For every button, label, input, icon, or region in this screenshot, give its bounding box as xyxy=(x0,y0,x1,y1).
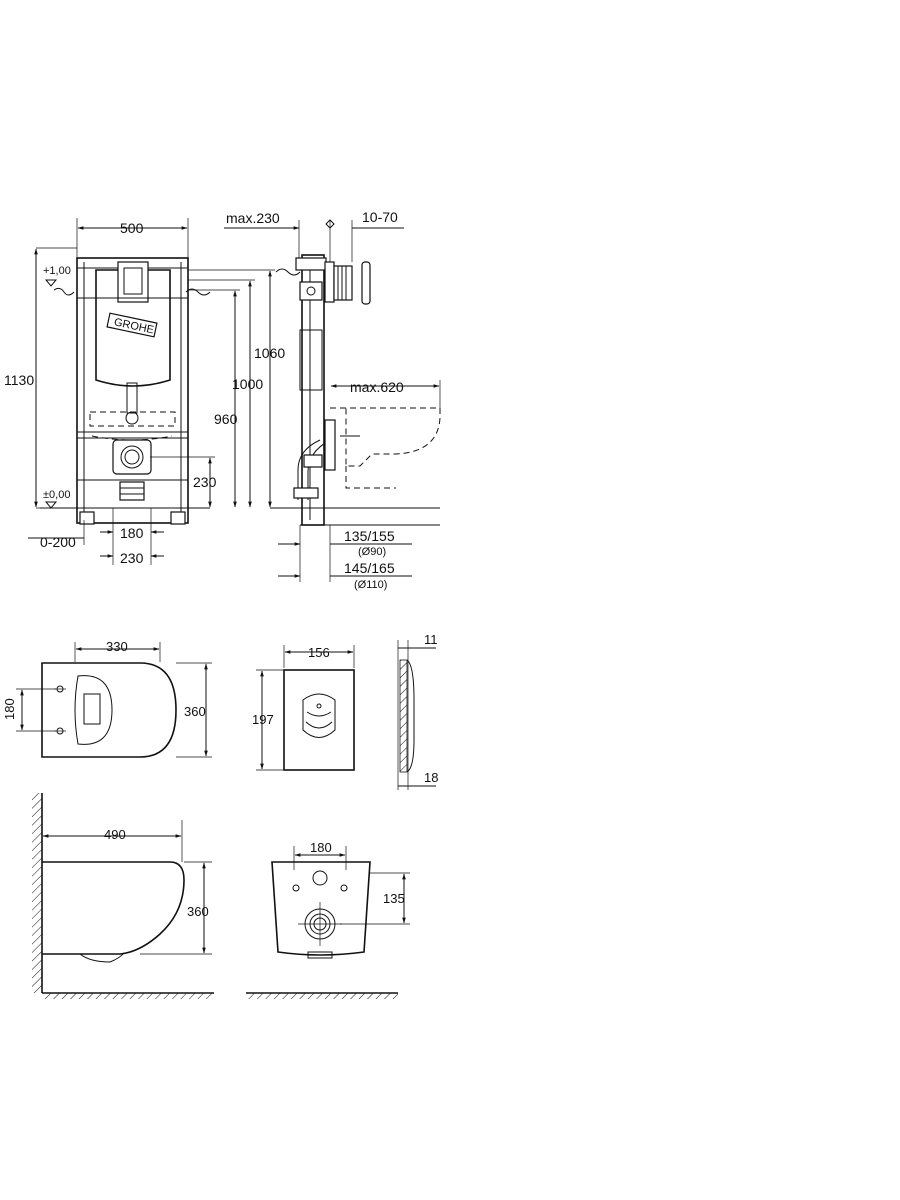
back-holes-180-label: 180 xyxy=(310,840,332,855)
bowl-top-view: 330 180 360 xyxy=(2,639,212,758)
width-500-label: 500 xyxy=(120,220,144,236)
range-10-70-label: 10-70 xyxy=(362,209,398,225)
width-180-label: 180 xyxy=(120,525,144,541)
bowl-height-360-label: 360 xyxy=(187,904,209,919)
holes-180-label: 180 xyxy=(2,698,17,720)
flush-plate-opening xyxy=(117,261,149,303)
height-230-label: 230 xyxy=(193,474,217,490)
height-1000-label: 1000 xyxy=(232,376,263,392)
range-0-200-label: 0-200 xyxy=(40,534,76,550)
d-90-label: (Ø90) xyxy=(358,546,386,558)
level-top-label: +1,00 xyxy=(43,265,71,277)
bowl-back-view: 180 135 xyxy=(246,840,410,999)
width-230-label: 230 xyxy=(120,550,144,566)
plate-thk-18-label: 18 xyxy=(424,770,438,785)
height-1060-label: 1060 xyxy=(254,345,285,361)
d-145-165-label: 145/165 xyxy=(344,560,395,576)
bowl-side-view: 490 360 xyxy=(32,793,214,999)
plate-thk-11-label: 11 xyxy=(424,632,438,647)
grohe-logo: GROHE xyxy=(106,312,158,338)
d-135-155-label: 135/155 xyxy=(344,528,395,544)
height-960-label: 960 xyxy=(214,411,238,427)
depth-360-label: 360 xyxy=(184,704,206,719)
plate-width-156-label: 156 xyxy=(308,645,330,660)
level-floor-label: ±0,00 xyxy=(43,489,70,501)
bowl-length-490-label: 490 xyxy=(104,827,126,842)
max-230-label: max.230 xyxy=(226,210,280,226)
height-1130-label: 1130 xyxy=(4,372,34,388)
svg-text:GROHE: GROHE xyxy=(113,316,155,336)
width-330-label: 330 xyxy=(106,639,128,654)
flush-plate-side: 11 18 xyxy=(397,632,438,790)
back-height-135-label: 135 xyxy=(383,891,405,906)
d-110-label: (Ø110) xyxy=(354,579,387,591)
flush-plate-front: 156 197 xyxy=(252,645,355,771)
frame-side-view: max.230 10-70 max.620 xyxy=(224,209,441,591)
frame-front-view: 500 GROHE xyxy=(4,218,285,566)
plate-height-197-label: 197 xyxy=(252,712,274,727)
max-620-label: max.620 xyxy=(350,379,404,395)
